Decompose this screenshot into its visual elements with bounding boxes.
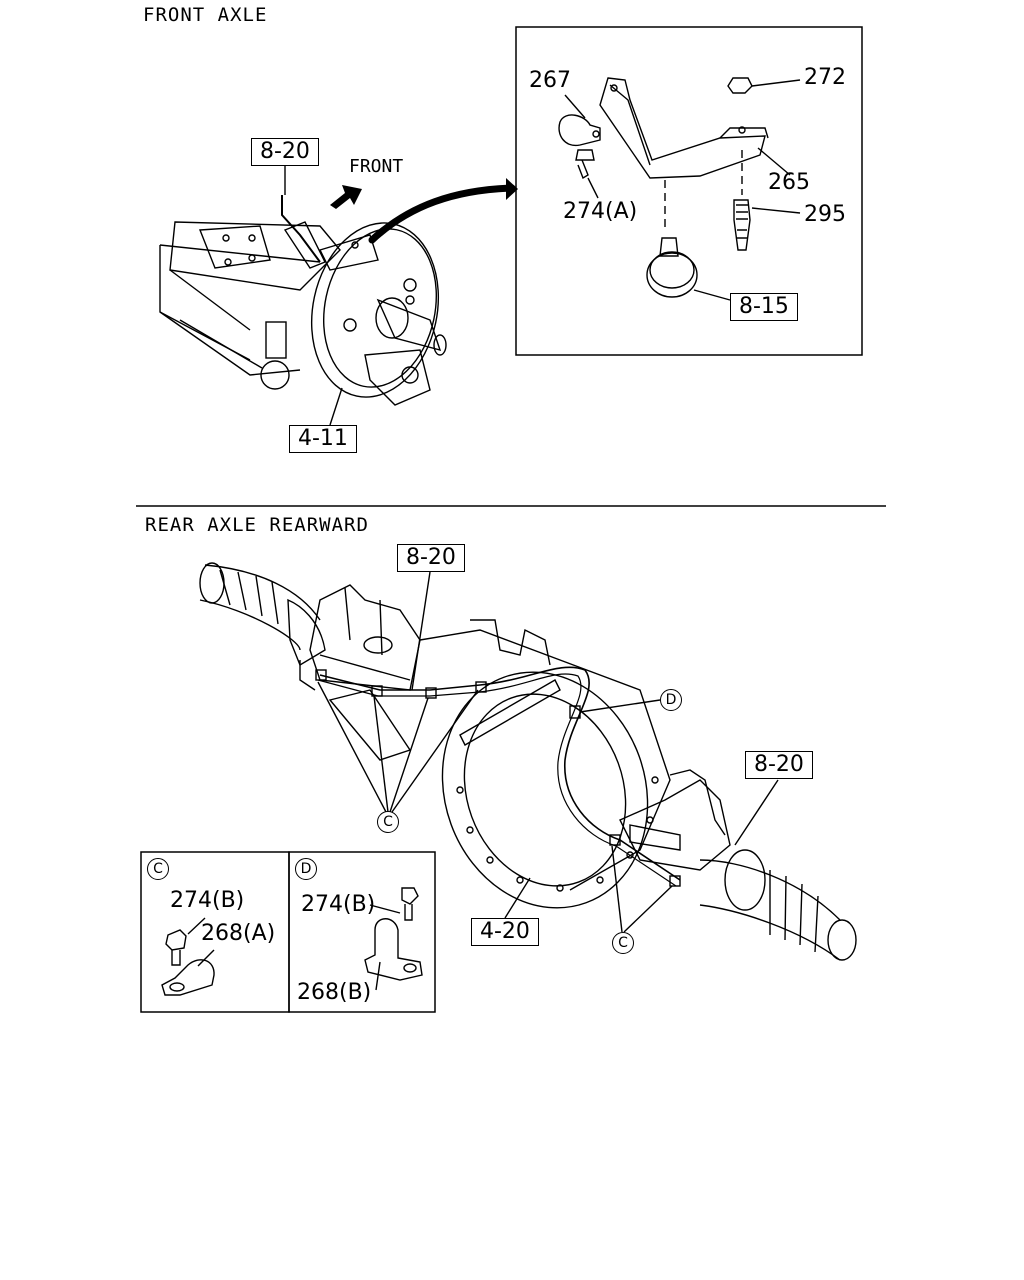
detail-d-part-274b[interactable]: 274(B): [301, 892, 376, 917]
rear-axle-drawing: [199, 562, 857, 961]
callout-c-left[interactable]: C: [377, 811, 399, 833]
detail-c-marker: C: [147, 858, 169, 880]
rear-ref-8-20-top[interactable]: 8-20: [397, 544, 465, 572]
rear-axle-title: REAR AXLE REARWARD: [145, 514, 369, 536]
callout-c-right[interactable]: C: [612, 932, 634, 954]
detail-d-part-268b[interactable]: 268(B): [297, 980, 372, 1005]
detail-boxes: [140, 851, 436, 1013]
front-ref-4-11[interactable]: 4-11: [289, 425, 357, 453]
detail-c-part-274b[interactable]: 274(B): [170, 888, 245, 913]
part-295-label[interactable]: 295: [804, 202, 846, 227]
part-265-label[interactable]: 265: [768, 170, 810, 195]
front-axle-title: FRONT AXLE: [143, 4, 268, 26]
part-274a-label[interactable]: 274(A): [563, 199, 638, 224]
front-ref-8-15[interactable]: 8-15: [730, 293, 798, 321]
detail-d-marker: D: [295, 858, 317, 880]
rear-ref-4-20[interactable]: 4-20: [471, 918, 539, 946]
front-axle-drawing: [159, 26, 863, 426]
detail-c-part-268a[interactable]: 268(A): [201, 921, 276, 946]
part-272-label[interactable]: 272: [804, 65, 846, 90]
front-ref-8-20[interactable]: 8-20: [251, 138, 319, 166]
rear-ref-8-20-right[interactable]: 8-20: [745, 751, 813, 779]
part-267-label[interactable]: 267: [529, 68, 571, 93]
callout-d[interactable]: D: [660, 689, 682, 711]
front-direction-label: FRONT: [349, 156, 404, 177]
